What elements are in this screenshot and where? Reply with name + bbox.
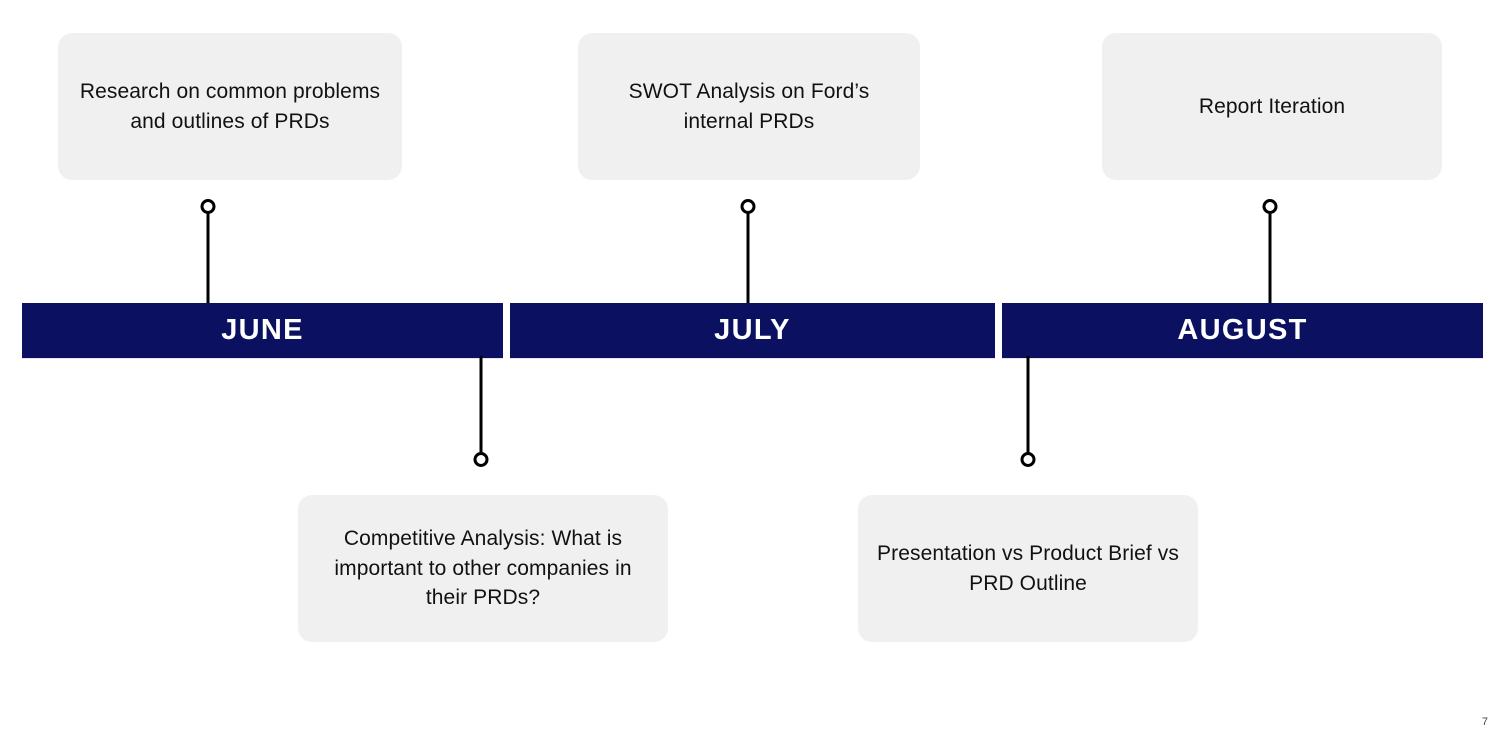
connector-line bbox=[206, 212, 210, 305]
milestone-marker-circle-icon bbox=[473, 452, 489, 467]
milestone-marker-circle-icon bbox=[1020, 452, 1036, 467]
timeline-segment-august[interactable]: AUGUST bbox=[1002, 303, 1483, 358]
connector-above-august bbox=[1259, 199, 1281, 305]
milestone-card-above-june[interactable]: Research on common problems and outlines… bbox=[58, 33, 402, 180]
milestone-card-text: Research on common problems and outlines… bbox=[79, 79, 381, 133]
connector-above-june bbox=[197, 199, 219, 305]
milestone-card-above-july[interactable]: SWOT Analysis on Ford’s internal PRDs bbox=[578, 33, 920, 180]
connector-line bbox=[1026, 356, 1030, 454]
milestone-card-text: SWOT Analysis on Ford’s internal PRDs bbox=[628, 79, 870, 133]
milestone-card-text: Competitive Analysis: What is important … bbox=[334, 526, 632, 610]
connector-below-july bbox=[1017, 356, 1039, 474]
timeline-segment-july[interactable]: JULY bbox=[510, 303, 995, 358]
milestone-card-text: Presentation vs Product Brief vs PRD Out… bbox=[877, 541, 1179, 595]
timeline-segment-june[interactable]: JUNE bbox=[22, 303, 503, 358]
milestone-card-text: Report Iteration bbox=[1198, 94, 1346, 118]
connector-below-june bbox=[470, 356, 492, 474]
connector-above-july bbox=[737, 199, 759, 305]
milestone-card-below-july[interactable]: Presentation vs Product Brief vs PRD Out… bbox=[858, 495, 1198, 642]
connector-line bbox=[479, 356, 483, 454]
month-label: AUGUST bbox=[1177, 314, 1308, 346]
milestone-card-below-june[interactable]: Competitive Analysis: What is important … bbox=[298, 495, 668, 642]
connector-line bbox=[746, 212, 750, 305]
milestone-card-above-august[interactable]: Report Iteration bbox=[1102, 33, 1442, 180]
month-label: JULY bbox=[714, 314, 791, 346]
page-number: 7 bbox=[1481, 716, 1488, 728]
timeline-bar: JUNE JULY AUGUST bbox=[22, 303, 1483, 358]
connector-line bbox=[1268, 212, 1272, 305]
month-label: JUNE bbox=[221, 314, 304, 346]
